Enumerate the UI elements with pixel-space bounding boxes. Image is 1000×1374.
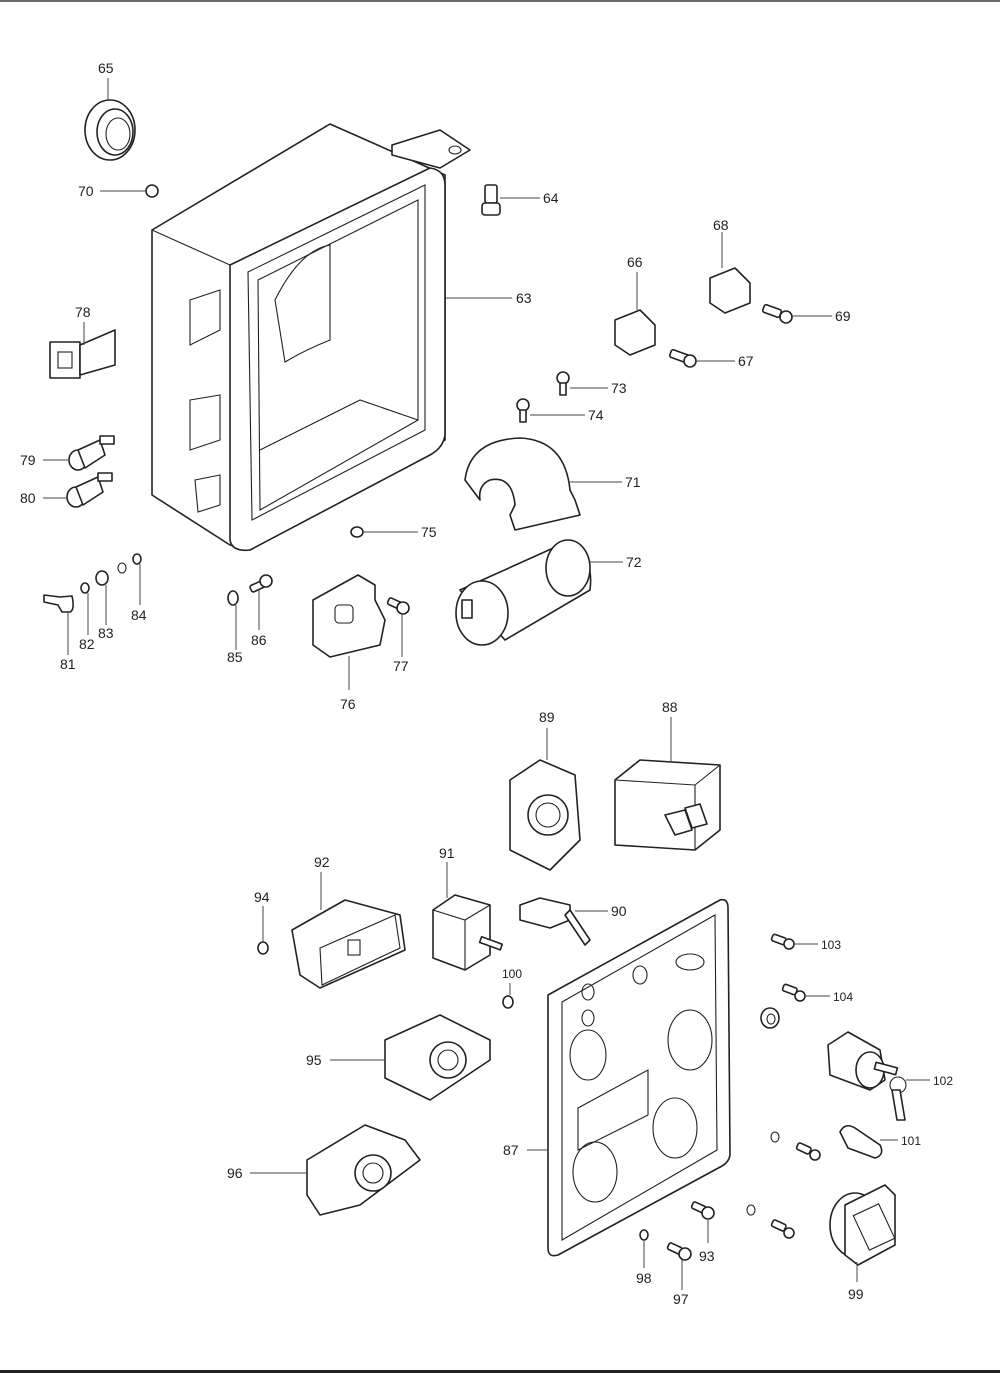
top-border [0,0,1000,2]
callout-67: 67 [738,353,754,369]
part-98-washer [639,1229,649,1241]
part-washer [117,562,127,574]
callout-93: 93 [699,1248,715,1264]
part-washer [746,1204,756,1216]
callout-103: 103 [821,938,841,952]
callout-96: 96 [227,1165,243,1181]
callout-80: 80 [20,490,36,506]
part-96-receptacle [306,1124,421,1216]
bottom-border [0,1370,1000,1373]
part-86-bolt [249,574,273,593]
part-73-screw [556,371,570,396]
part-65-grommet [84,99,136,161]
part-79-terminal [68,435,115,471]
callout-74: 74 [588,407,604,423]
part-91-rotary-switch [432,894,504,971]
part-80-terminal [66,472,113,508]
part-85-lock-washer [227,590,239,606]
part-screw [770,1219,795,1239]
callout-99: 99 [848,1286,864,1302]
callout-89: 89 [539,709,555,725]
part-83-nut [95,570,109,586]
part-101-knob [839,1124,883,1159]
part-95-twist-lock-receptacle [384,1014,491,1101]
callout-86: 86 [251,632,267,648]
callout-92: 92 [314,854,330,870]
callout-102: 102 [933,1074,953,1088]
part-63-control-box [151,123,471,552]
part-77-screw [386,597,410,615]
part-100-nut [502,995,514,1009]
part-70-nut [145,184,159,198]
part-93-screw [690,1201,715,1220]
part-72-capacitor [455,539,592,646]
callout-75: 75 [421,524,437,540]
callout-63: 63 [516,290,532,306]
part-78-switch [49,329,116,379]
part-87-control-panel [547,898,731,1257]
part-67-screw [668,348,697,368]
part-75-nut [350,526,364,538]
callout-79: 79 [20,452,36,468]
part-97-screw [666,1242,692,1261]
part-92-gfci-receptacle [291,899,406,989]
callout-69: 69 [835,308,851,324]
part-102-key-switch [827,1031,907,1121]
callout-76: 76 [340,696,356,712]
part-screw [795,1142,821,1161]
part-74-screw [516,398,530,423]
part-82-washer [80,582,90,594]
part-76-terminal-bracket [312,574,386,658]
part-99-hour-meter [829,1184,896,1266]
part-69-screw [761,303,793,324]
callout-71: 71 [625,474,641,490]
callout-72: 72 [626,554,642,570]
callout-87: 87 [503,1142,519,1158]
callout-77: 77 [393,658,409,674]
part-104-screw [781,983,806,1002]
callout-73: 73 [611,380,627,396]
callout-84: 84 [131,607,147,623]
callout-97: 97 [673,1291,689,1307]
callout-91: 91 [439,845,455,861]
callout-68: 68 [713,217,729,233]
callout-83: 83 [98,625,114,641]
part-89-receptacle [509,759,581,871]
part-washer [760,1007,780,1029]
callout-90: 90 [611,903,627,919]
callout-65: 65 [98,60,114,76]
callout-100: 100 [502,967,522,981]
callout-66: 66 [627,254,643,270]
callout-101: 101 [901,1134,921,1148]
callout-64: 64 [543,190,559,206]
callout-78: 78 [75,304,91,320]
callout-94: 94 [254,889,270,905]
part-68-bracket [709,267,751,314]
part-103-screw [770,933,795,950]
part-71-clamp [464,437,581,531]
part-90-toggle-switch [519,897,591,946]
part-washer [770,1131,780,1143]
callout-70: 70 [78,183,94,199]
part-88-circuit-breaker [614,759,721,851]
part-81-wing-nut [43,594,74,613]
callout-95: 95 [306,1052,322,1068]
callout-81: 81 [60,656,76,672]
callout-82: 82 [79,636,95,652]
part-84-washer [132,553,142,565]
part-66-bracket [614,309,656,356]
part-94-nut [257,941,269,955]
callout-98: 98 [636,1270,652,1286]
callout-104: 104 [833,990,853,1004]
callout-88: 88 [662,699,678,715]
callout-85: 85 [227,649,243,665]
part-64-bolt [481,184,501,216]
